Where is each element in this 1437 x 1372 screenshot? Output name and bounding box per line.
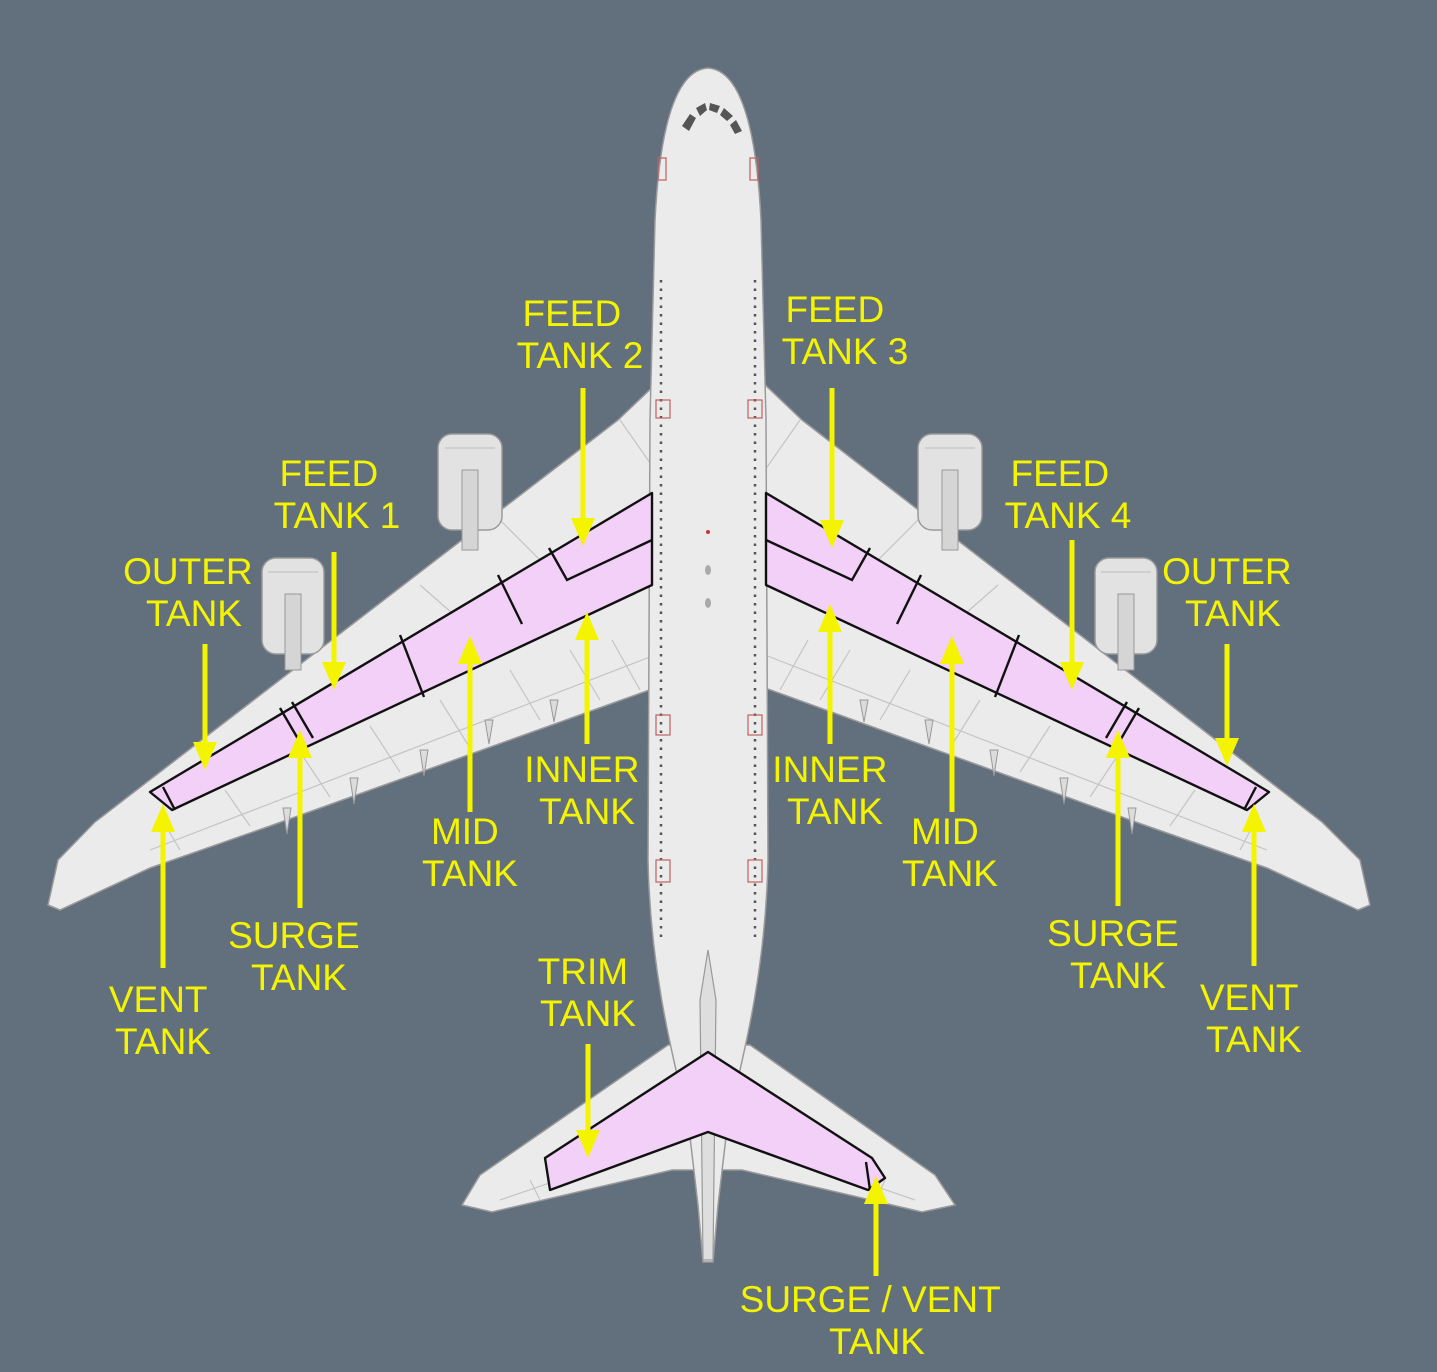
engine-left-inboard [437, 433, 503, 551]
label-feed-tank-3: FEED TANK 3 [782, 289, 909, 372]
right-flap-fairings [859, 699, 1137, 835]
label-vent-tank-left: VENT TANK [109, 979, 217, 1062]
left-wing-tanks [148, 491, 654, 812]
tank-labels: FEED TANK 2 FEED TANK 3 FEED TANK 1 FEED… [109, 289, 1308, 1362]
label-trim-tank: TRIM TANK [538, 951, 639, 1034]
label-outer-tank-left: OUTER TANK [123, 551, 263, 634]
doors [655, 157, 763, 883]
fuselage-antenna [705, 598, 711, 608]
right-divider-vent [1242, 786, 1258, 811]
engine-right-inboard [917, 433, 983, 551]
label-outer-tank-right: OUTER TANK [1162, 551, 1302, 634]
label-feed-tank-4: FEED TANK 4 [1005, 453, 1132, 536]
fuselage-mark [706, 530, 710, 534]
right-divider-feed3-inner [765, 538, 872, 582]
right-divider-surge-feed4 [1104, 701, 1129, 739]
arrow-mid-tank-right [940, 636, 964, 812]
label-feed-tank-1: FEED TANK 1 [274, 453, 401, 536]
arrow-mid-tank-left [458, 636, 482, 812]
left-divider-mid-feed2 [496, 574, 524, 625]
left-divider-surge-feed1 [290, 701, 315, 739]
arrow-inner-tank-right [818, 604, 842, 744]
right-wing-panel-lines [764, 419, 1268, 851]
arrow-feed-tank-3 [820, 388, 844, 548]
label-feed-tank-2: FEED TANK 2 [517, 293, 644, 376]
arrow-vent-tank-right [1242, 804, 1266, 966]
fuel-tanks [148, 491, 1271, 1192]
right-divider-mid-feed3 [895, 574, 923, 625]
pointer-arrows [151, 388, 1266, 1276]
left-flap-fairings [282, 699, 559, 835]
label-surge-tank-left: SURGE TANK [228, 915, 370, 998]
arrow-feed-tank-4 [1060, 540, 1084, 690]
left-divider-vent [161, 786, 177, 811]
label-inner-tank-right: INNER TANK [772, 749, 897, 832]
arrow-surge-vent-tank [864, 1176, 888, 1276]
arrow-surge-tank-right [1106, 730, 1130, 906]
label-mid-tank-left: MID TANK [422, 811, 518, 894]
arrow-surge-tank-left [288, 730, 312, 908]
arrow-vent-tank-left [151, 804, 175, 968]
label-inner-tank-left: INNER TANK [524, 749, 649, 832]
right-wing-tanks [764, 491, 1271, 812]
engine-right-outboard [1094, 557, 1158, 671]
cockpit-windows [682, 103, 742, 134]
arrow-outer-tank-left [193, 644, 217, 770]
right-divider-feed4-mid [993, 634, 1021, 698]
arrow-inner-tank-left [575, 612, 599, 744]
label-vent-tank-right: VENT TANK [1200, 977, 1308, 1060]
fuselage-antenna [705, 565, 711, 575]
arrow-feed-tank-1 [322, 552, 346, 690]
engine-left-outboard [261, 557, 325, 671]
fuselage [647, 67, 769, 1263]
left-divider-feed1-mid [398, 634, 426, 698]
label-surge-vent-tank: SURGE / VENT TANK [740, 1279, 1011, 1362]
arrow-trim-tank [576, 1044, 600, 1158]
left-divider-feed2-inner [547, 538, 653, 582]
label-surge-tank-right: SURGE TANK [1047, 913, 1189, 996]
trim-tank [543, 1050, 887, 1192]
right-divider-surge-outer [1116, 707, 1141, 745]
trim-divider-surge-vent [864, 1161, 872, 1191]
label-mid-tank-right: MID TANK [902, 811, 998, 894]
arrow-outer-tank-right [1215, 644, 1239, 766]
arrow-feed-tank-2 [571, 388, 595, 546]
